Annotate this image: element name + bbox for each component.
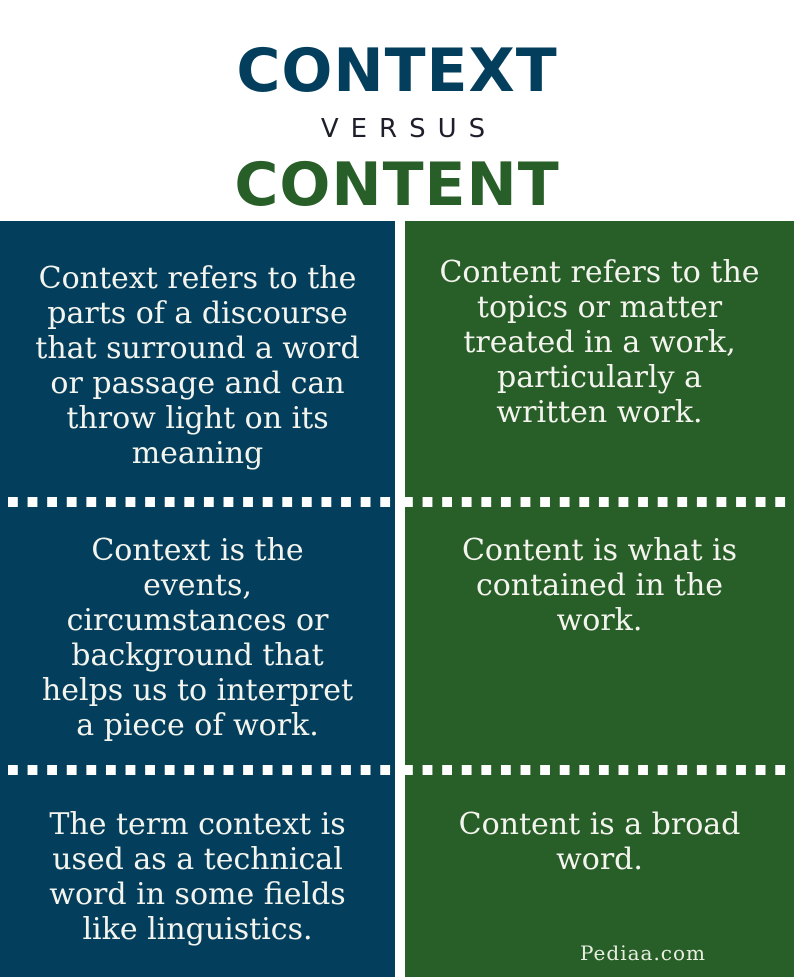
text-line: Context is the [91, 533, 304, 568]
text-line: topics or matter [476, 290, 723, 325]
text-line: The term context is [49, 807, 346, 842]
text-line: background that [71, 638, 324, 673]
brand-logo: Pediaa.com [580, 941, 707, 965]
text-line: helps us to interpret [41, 673, 354, 708]
text-line: used as a technical [52, 842, 343, 877]
text-line: written work. [496, 395, 703, 430]
dotted-divider [0, 497, 395, 507]
dotted-divider [405, 765, 794, 775]
context-row-2: Context is the events, circumstances or … [0, 533, 395, 743]
text-line: circumstances or [66, 603, 329, 638]
text-line: Content is what is [461, 533, 738, 568]
text-line: parts of a discourse [47, 296, 348, 331]
dotted-divider [0, 765, 395, 775]
content-row-2: Content is what is contained in the work… [405, 533, 794, 638]
text-line: a piece of work. [76, 708, 319, 743]
dotted-divider [405, 497, 794, 507]
content-row-1: Content refers to the topics or matter t… [405, 255, 794, 430]
text-line: throw light on its [66, 401, 329, 436]
title-content: CONTENT [234, 150, 560, 220]
text-line: Content refers to the [439, 255, 760, 290]
text-line: like linguistics. [82, 912, 313, 947]
title-versus: VERSUS [320, 114, 498, 144]
text-line: treated in a work, [463, 325, 736, 360]
context-row-1: Context refers to the parts of a discour… [0, 261, 395, 471]
content-column: Content refers to the topics or matter t… [405, 221, 794, 977]
text-line: Content is a broad [458, 807, 741, 842]
text-line: contained in the [475, 568, 724, 603]
text-line: that surround a word [35, 331, 360, 366]
text-line: particularly a [497, 360, 702, 395]
text-line: Context refers to the [38, 261, 357, 296]
text-line: events, [143, 568, 252, 603]
context-column: Context refers to the parts of a discour… [0, 221, 395, 977]
title-context: CONTEXT [236, 36, 558, 106]
text-line: word in some fields [49, 877, 346, 912]
text-line: or passage and can [50, 366, 345, 401]
text-line: word. [556, 842, 643, 877]
text-line: meaning [131, 436, 264, 471]
context-row-3: The term context is used as a technical … [0, 807, 395, 947]
text-line: work. [556, 603, 643, 638]
content-row-3: Content is a broad word. [405, 807, 794, 877]
